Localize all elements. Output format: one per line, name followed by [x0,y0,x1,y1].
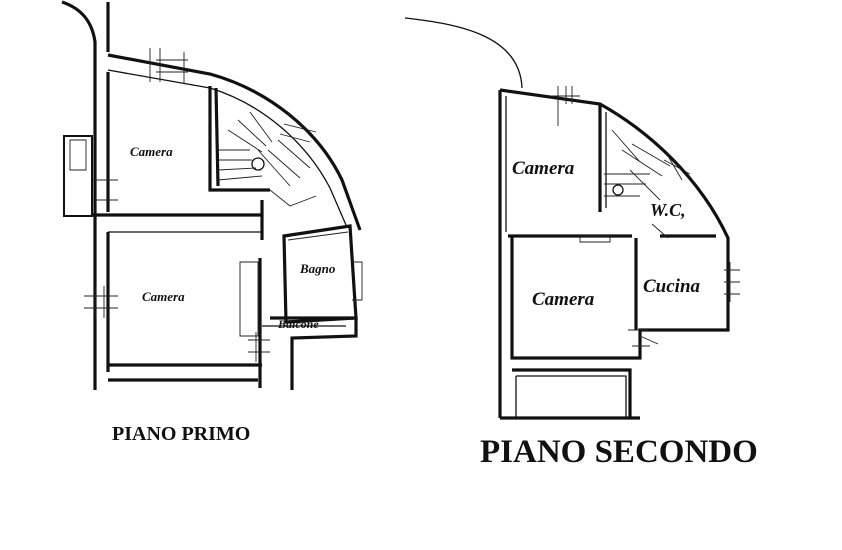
room-wc-secondo: W.C, [650,200,686,220]
plan-piano-secondo [404,17,740,420]
room-camera-top-secondo: Camera [512,158,575,179]
title-piano-secondo: PIANO SECONDO [480,434,758,470]
room-camera-bottom-secondo: Camera [532,289,595,310]
room-balcone-primo: Balcone [277,317,319,331]
title-piano-primo: PIANO PRIMO [112,423,250,445]
room-camera-bottom-primo: Camera [142,289,185,304]
room-cucina-secondo: Cucina [643,276,701,297]
room-camera-top-primo: Camera [130,144,173,159]
plan-piano-primo [61,0,363,390]
room-bagno-primo: Bagno [299,261,336,276]
